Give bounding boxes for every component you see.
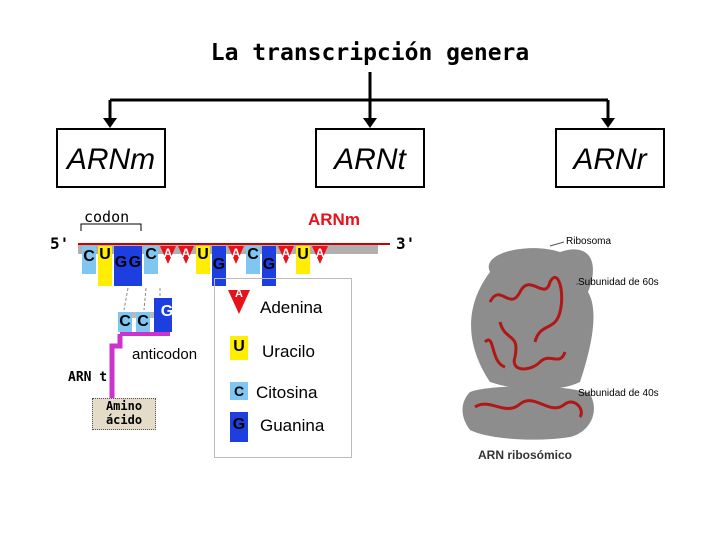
- mrna-nuc: G: [128, 254, 142, 271]
- legend-guanina: Guanina: [260, 416, 325, 435]
- five-prime-label: 5': [50, 234, 70, 253]
- anticodon-nuc: G: [160, 303, 174, 320]
- legend-uracilo: Uracilo: [262, 342, 315, 361]
- mrna-nuc: A: [163, 246, 173, 260]
- mrna-nuc: A: [315, 246, 325, 260]
- trna-label: ARN t: [68, 370, 108, 385]
- codon-bracket: [80, 223, 142, 231]
- legend-adenina: Adenina: [260, 298, 323, 317]
- mrna-nuc: U: [99, 246, 111, 263]
- three-prime-label: 3': [396, 234, 416, 253]
- trna-structure: [109, 287, 172, 400]
- legend-swatches: [228, 290, 250, 442]
- mrna-nuc: C: [145, 246, 157, 263]
- mrna-nuc: A: [181, 246, 191, 260]
- legend-letter-c: C: [233, 383, 245, 399]
- legend-letter-g: G: [232, 416, 246, 433]
- anticodon-nuc: C: [119, 313, 131, 330]
- mrna-nuc: G: [114, 254, 128, 271]
- codon-label: codon: [84, 208, 130, 226]
- anticodon-label: anticodon: [132, 346, 198, 363]
- mrna-nuc: A: [281, 246, 291, 260]
- subunit-40s-label: Subunidad de 40s: [578, 388, 659, 399]
- anticodon-nuc: C: [137, 313, 149, 330]
- amino-label-1: Amino: [105, 399, 143, 413]
- legend-letter-a: A: [235, 288, 243, 300]
- page-title: La transcripción genera: [210, 40, 530, 66]
- legend-letter-u: U: [233, 338, 245, 355]
- amino-label-2: ácido: [105, 413, 143, 427]
- box-arnm: ARNm: [56, 128, 166, 188]
- mrna-nuc: G: [212, 256, 226, 273]
- ribosome-label: Ribosoma: [566, 236, 612, 247]
- box-arnr: ARNr: [555, 128, 665, 188]
- amino-acid-box: Amino ácido: [92, 398, 156, 430]
- rrna-caption: ARN ribosómico: [478, 448, 573, 462]
- ribosome-illustration: [462, 241, 594, 440]
- mrna-nuc: C: [247, 246, 259, 263]
- mrna-strand: [78, 243, 390, 286]
- legend-citosina: Citosina: [256, 383, 318, 402]
- mrna-nuc: U: [197, 246, 209, 263]
- mrna-nuc: U: [297, 246, 309, 263]
- mrna-nuc: G: [262, 256, 276, 273]
- box-arnt: ARNt: [315, 128, 425, 188]
- mrna-nuc: A: [231, 246, 241, 260]
- subunit-60s-label: Subunidad de 60s: [578, 277, 659, 288]
- legend-box: [214, 278, 352, 458]
- mrna-label: ARNm: [308, 210, 360, 229]
- mrna-nuc: C: [83, 248, 95, 265]
